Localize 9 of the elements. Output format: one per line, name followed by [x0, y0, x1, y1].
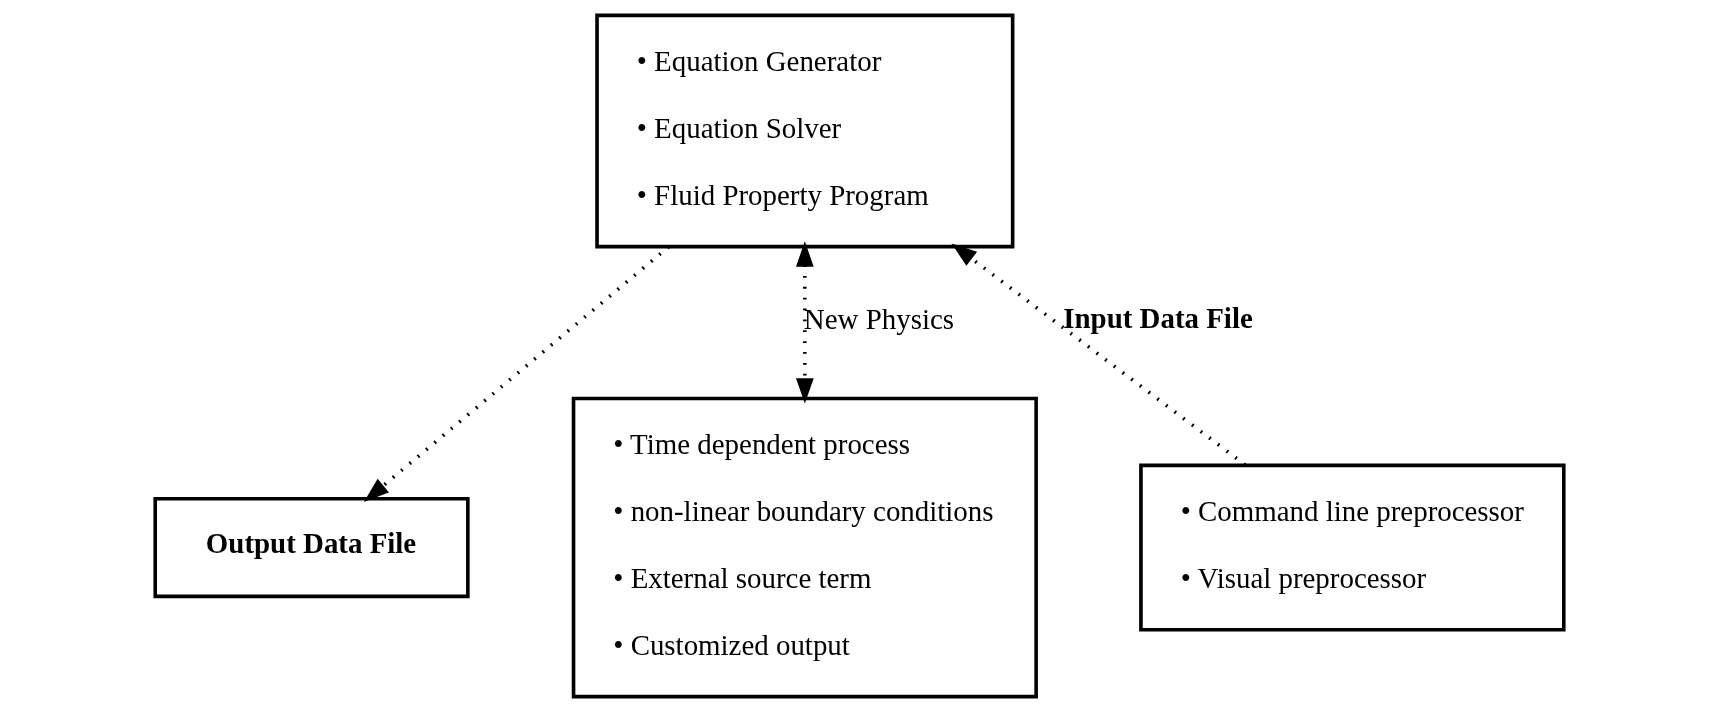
node-box: Output Data File: [152, 496, 470, 599]
arrow: [795, 241, 814, 404]
arrow: [951, 243, 1246, 467]
edge-label: Input Data File: [1062, 301, 1253, 334]
edge-label: New Physics: [803, 303, 954, 336]
node-box: • Time dependent process • non-linear boundary conditions • External source term • Customized output: [571, 396, 1038, 699]
node-box: • Command line preprocessor • Visual preprocessor: [1138, 463, 1566, 632]
node-box: • Equation Generator • Equation Solver • Fluid Property Program: [594, 13, 1014, 249]
arrow: [363, 245, 670, 502]
